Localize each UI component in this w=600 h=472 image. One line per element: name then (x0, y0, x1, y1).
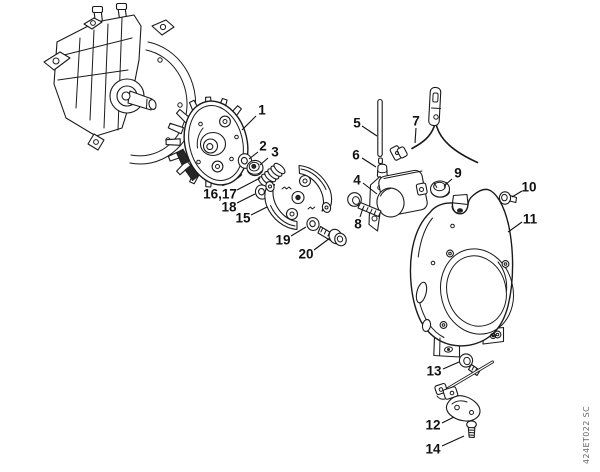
leader-line-20 (313, 237, 331, 251)
callout-3: 3 (271, 145, 279, 160)
callout-20: 20 (298, 247, 313, 262)
leader-line-5 (361, 125, 378, 137)
leader-line-12 (441, 416, 455, 424)
leader-line-2 (248, 151, 259, 160)
crankcase-drawing (43, 2, 197, 165)
flywheel-drawing (165, 96, 253, 188)
leader-line-19 (290, 226, 307, 237)
callout-10: 10 (521, 180, 536, 195)
callout-18: 18 (221, 200, 237, 215)
bolt-20-drawing (317, 225, 347, 247)
grommet-9-drawing (429, 180, 451, 198)
rod-5-drawing (377, 98, 383, 165)
callout-7: 7 (412, 114, 420, 129)
ignition-module-drawing (368, 169, 428, 232)
callout-11: 11 (523, 212, 538, 227)
callout-4: 4 (353, 173, 361, 188)
callout-13: 13 (426, 364, 442, 379)
callout-1: 1 (258, 103, 266, 118)
leader-line-4 (362, 182, 378, 195)
throttle-rod-clip-drawing (434, 360, 494, 400)
housing-ring-opening (440, 248, 514, 335)
leader-line-3 (259, 157, 269, 166)
clutch-drawing (264, 164, 333, 231)
leader-line-18 (236, 193, 256, 204)
callout-9: 9 (454, 166, 462, 181)
fan-housing-drawing (409, 188, 514, 358)
bracket-12-drawing (445, 395, 481, 422)
leader-line-8 (359, 207, 364, 218)
callout-12: 12 (425, 418, 440, 433)
leader-line-7 (414, 127, 417, 144)
leader-line-16,17 (236, 177, 261, 191)
bolt-8-drawing (347, 192, 382, 218)
housing-outline (409, 188, 514, 347)
watermark: 424ET022 SC (582, 406, 591, 464)
flywheel-magnet (175, 148, 191, 166)
leader-line-6 (361, 157, 377, 168)
callout-5: 5 (353, 116, 361, 131)
wire-7-drawing (389, 86, 479, 164)
callout-2: 2 (259, 139, 267, 154)
leader-line-14 (441, 435, 465, 447)
flywheel-magnet (184, 164, 200, 182)
callout-16,17: 16,17 (203, 187, 237, 202)
callout-15: 15 (235, 211, 251, 226)
washer-19-drawing (306, 216, 320, 232)
flywheel-hub (199, 131, 227, 157)
leader-line-15 (250, 206, 268, 216)
leader-line-13 (442, 361, 460, 370)
leader-line-1 (241, 115, 257, 131)
callout-19: 19 (275, 233, 290, 248)
leader-line-9 (443, 178, 453, 187)
callout-8: 8 (354, 217, 362, 232)
callout-6: 6 (352, 148, 360, 163)
screw-14-drawing (466, 420, 477, 439)
callout-14: 14 (425, 442, 441, 457)
leader-line-11 (507, 221, 523, 233)
screw-10-drawing (498, 191, 518, 205)
nut-3-drawing (246, 159, 264, 177)
leader-line-10 (511, 190, 523, 198)
